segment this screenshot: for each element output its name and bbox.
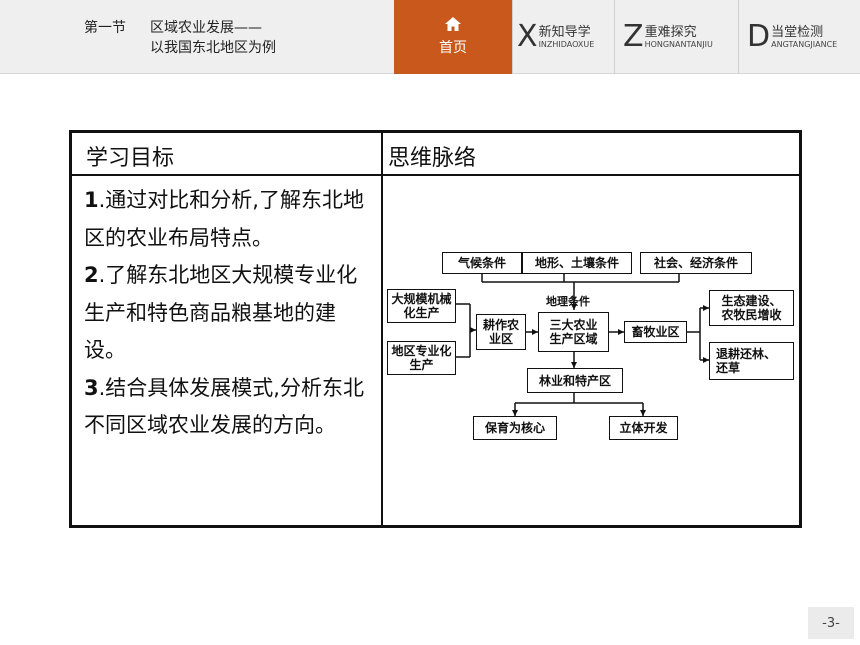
box-forestry: 林业和特产区 <box>527 368 623 393</box>
box-climate: 气候条件 <box>442 252 522 274</box>
home-label: 首页 <box>439 40 467 56</box>
connector-lines <box>456 274 709 416</box>
table-header-row <box>72 133 799 176</box>
header-mind-map: 思维脉络 <box>388 146 477 171</box>
box-large-scale: 大规模机械化生产 <box>387 289 456 323</box>
nav-letter: X <box>517 19 538 54</box>
goal-item: 1.通过对比和分析,了解东北地区的农业布局特点。 <box>84 188 364 250</box>
mind-map-diagram: 气候条件 地形、土壤条件 社会、经济条件 地理条件 大规模机械化生产 地区专业化… <box>384 248 799 443</box>
page-number: -3- <box>808 607 854 639</box>
nav-letter: D <box>747 19 771 54</box>
nav-letter: Z <box>623 19 644 54</box>
box-return-forest: 退耕还林、还草 <box>709 342 794 380</box>
objectives-table: 学习目标 思维脉络 1.通过对比和分析,了解东北地区的农业布局特点。 2.了解东… <box>69 130 802 528</box>
goal-item: 2.了解东北地区大规模专业化生产和特色商品粮基地的建设。 <box>84 263 358 362</box>
goals-list: 1.通过对比和分析,了解东北地区的农业布局特点。 2.了解东北地区大规模专业化生… <box>84 182 376 445</box>
nav-pinyin: HONGNANTANJIU <box>644 39 713 49</box>
title-line2: 以我国东北地区为例 <box>150 40 276 56</box>
home-button[interactable]: 首页 <box>394 0 512 74</box>
nav-dangtangjiance[interactable]: D 当堂检测 ANGTANGJIANCE <box>738 0 860 74</box>
nav-zhongnantanjiu[interactable]: Z 重难探究 HONGNANTANJIU <box>614 0 738 74</box>
box-three-zones: 三大农业生产区域 <box>538 312 609 352</box>
goal-item: 3.结合具体发展模式,分析东北不同区域农业发展的方向。 <box>84 375 364 438</box>
box-vertical: 立体开发 <box>609 416 678 440</box>
header-learning-goals: 学习目标 <box>86 146 175 171</box>
box-regional: 地区专业化生产 <box>387 341 456 375</box>
nav-label: 重难探究 <box>644 24 697 40</box>
box-eco: 生态建设、农牧民增收 <box>709 290 794 326</box>
chapter-title: 第一节 区域农业发展—— 以我国东北地区为例 <box>84 18 276 58</box>
box-farming: 耕作农业区 <box>476 314 526 350</box>
box-terrain: 地形、土壤条件 <box>522 252 632 274</box>
box-protect: 保育为核心 <box>473 416 557 440</box>
nav-xinzhidaoxue[interactable]: X 新知导学 INZHIDAOXUE <box>512 0 614 74</box>
nav-pinyin: ANGTANGJIANCE <box>771 39 838 49</box>
nav-label: 新知导学 <box>538 24 591 40</box>
column-divider <box>381 133 383 525</box>
header-bar: 第一节 区域农业发展—— 以我国东北地区为例 首页 X 新知导学 INZHIDA… <box>0 0 860 74</box>
section-label: 第一节 <box>84 20 126 36</box>
box-livestock: 畜牧业区 <box>624 321 687 343</box>
box-social: 社会、经济条件 <box>640 252 752 274</box>
nav-pinyin: INZHIDAOXUE <box>538 39 595 49</box>
label-geo-conditions: 地理条件 <box>546 295 590 308</box>
nav-label: 当堂检测 <box>771 24 824 40</box>
home-icon <box>445 17 461 31</box>
title-line1: 区域农业发展—— <box>150 20 262 36</box>
